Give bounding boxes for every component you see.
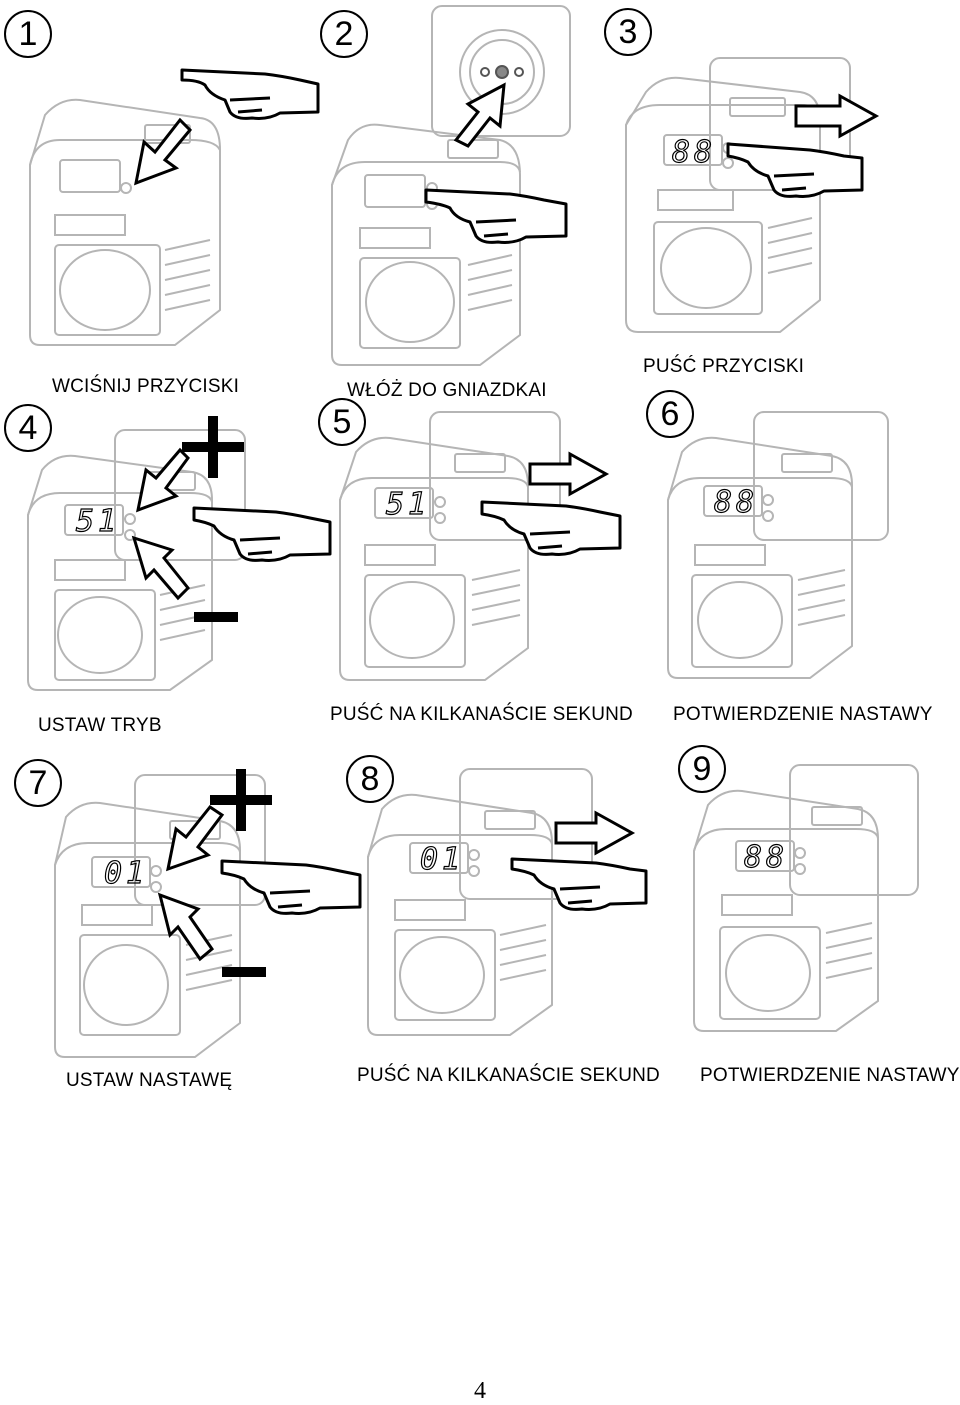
- hand-icon: [726, 142, 864, 198]
- step-number: 7: [14, 759, 62, 807]
- arrow-icon: [131, 447, 191, 601]
- step-number: 1: [4, 10, 52, 58]
- display-readout: 88: [744, 840, 788, 875]
- display-readout: 51: [386, 487, 430, 522]
- device-icon: [339, 436, 529, 681]
- arrow-icon: [554, 810, 636, 856]
- step-7-panel: 7 01 USTA: [0, 755, 362, 1125]
- step-caption: WŁÓŻ DO GNIAZDKAI: [347, 380, 547, 401]
- hand-icon: [480, 500, 622, 556]
- arrow-icon: [794, 93, 880, 139]
- step-number: 2: [320, 10, 368, 58]
- arrow-icon: [157, 804, 225, 962]
- step-caption: USTAW NASTAWĘ: [66, 1070, 233, 1091]
- step-1-panel: 1 WCIŚNIJ PRZYCISKI: [0, 0, 320, 397]
- step-number: 5: [318, 398, 366, 446]
- display-readout: 88: [714, 485, 758, 520]
- device-icon: [29, 98, 221, 346]
- device-illustration: 88: [667, 411, 889, 679]
- display-readout: 88: [672, 135, 716, 170]
- step-6-panel: 6 88 POTWIERDZENIE NASTAWY: [640, 390, 960, 760]
- device-illustration: 88: [625, 57, 880, 333]
- step-caption: USTAW TRYB: [38, 715, 162, 736]
- device-icon: [693, 789, 879, 1032]
- device-illustration: [331, 5, 571, 366]
- minus-icon: [222, 967, 266, 977]
- step-caption: PUŚĆ PRZYCISKI: [643, 356, 805, 377]
- step-caption: POTWIERDZENIE NASTAWY: [700, 1065, 960, 1086]
- step-2-panel: 2 WŁÓŻ DO GNIAZDKAI: [320, 0, 640, 401]
- arrow-icon: [134, 117, 193, 186]
- step-number: 9: [678, 745, 726, 793]
- step-9-panel: 9 88 POTWIERDZENIE NASTAWY: [640, 745, 960, 1125]
- step-8-panel: 8 01 PUŚĆ NA KILKANAŚCIE SEKUND: [320, 755, 660, 1125]
- device-illustration: 51: [339, 411, 622, 681]
- step-number: 8: [346, 755, 394, 803]
- device-icon: [27, 454, 213, 691]
- step-number: 3: [604, 8, 652, 56]
- wall-socket-icon: [134, 774, 266, 906]
- arrow-icon: [453, 82, 506, 148]
- device-illustration: 51: [27, 416, 332, 691]
- step-5-panel: 5 51 PUŚĆ NA KILKANAŚCIE SEKUND: [318, 390, 640, 760]
- display-readout: 01: [104, 856, 148, 891]
- step-caption: PUŚĆ NA KILKANAŚCIE SEKUND: [330, 704, 633, 725]
- step-number: 6: [646, 390, 694, 438]
- display-readout: 51: [76, 504, 120, 539]
- display-readout: 01: [420, 842, 464, 877]
- hand-icon: [180, 68, 320, 120]
- step-caption: PUŚĆ NA KILKANAŚCIE SEKUND: [357, 1065, 660, 1086]
- device-illustration: 01: [367, 768, 648, 1036]
- arrow-icon: [528, 451, 610, 497]
- device-illustration: 01: [54, 769, 362, 1058]
- step-number: 4: [4, 404, 52, 452]
- plus-icon: [182, 416, 244, 478]
- device-illustration: 88: [693, 764, 919, 1032]
- step-caption: WCIŚNIJ PRZYCISKI: [52, 376, 240, 397]
- device-illustration: [29, 68, 320, 346]
- plus-icon: [210, 769, 272, 831]
- device-icon: [54, 801, 241, 1058]
- minus-icon: [194, 612, 238, 622]
- step-4-panel: 4 51 USTA: [0, 390, 332, 760]
- hand-icon: [424, 188, 568, 244]
- wall-socket-icon: [114, 429, 246, 561]
- wall-socket-icon: [753, 411, 889, 541]
- page-number: 4: [474, 1378, 486, 1404]
- device-icon: [667, 436, 853, 679]
- hand-icon: [510, 857, 648, 911]
- step-caption: POTWIERDZENIE NASTAWY: [673, 704, 933, 725]
- hand-icon: [192, 506, 332, 562]
- device-icon: [331, 123, 521, 366]
- step-3-panel: 3 88 PUŚĆ PRZYCISKI: [604, 0, 960, 377]
- device-icon: [625, 76, 821, 333]
- hand-icon: [220, 859, 362, 915]
- device-icon: [367, 793, 553, 1036]
